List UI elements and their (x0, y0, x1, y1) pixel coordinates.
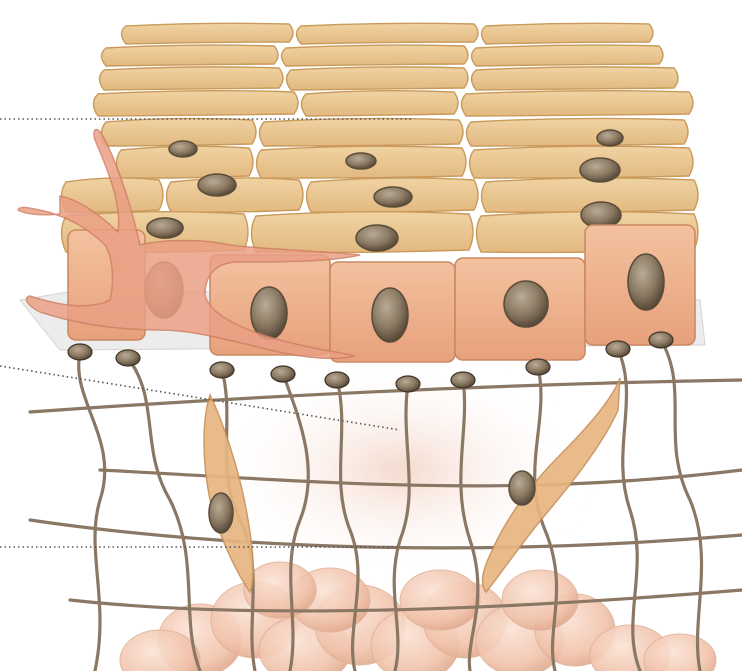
collagen-fiber (79, 352, 105, 671)
hemidesmosome (606, 341, 630, 357)
keratinocyte (472, 45, 664, 66)
keratinocyte-nucleus (597, 130, 623, 146)
basal-cell-nucleus (628, 254, 664, 310)
fat-cell (502, 570, 578, 630)
hemidesmosome (396, 376, 420, 392)
subcutaneous-fat-layer (120, 562, 716, 671)
fibroblast-nucleus (509, 471, 535, 505)
hemidesmosome (526, 359, 550, 375)
keratinocyte (462, 91, 694, 116)
keratinocyte-nucleus (374, 187, 412, 207)
keratinocyte-layers (62, 23, 699, 252)
hemidesmosome (116, 350, 140, 366)
melanocyte-nucleus (147, 218, 183, 238)
keratinocyte (482, 23, 654, 44)
basal-cell-nucleus (251, 287, 287, 339)
keratinocyte (260, 118, 464, 146)
hemidesmosome (325, 372, 349, 388)
keratinocyte-nucleus (198, 174, 236, 196)
keratinocyte-nucleus (581, 202, 621, 228)
keratinocyte (297, 23, 479, 44)
keratinocyte (302, 91, 459, 116)
keratinocyte-nucleus (346, 153, 376, 169)
fat-cell (400, 570, 480, 630)
collagen-fiber (618, 349, 640, 671)
hemidesmosome (68, 344, 92, 360)
keratinocyte (100, 67, 284, 90)
hemidesmosome (649, 332, 673, 348)
keratinocyte (467, 118, 689, 146)
keratinocyte (94, 91, 299, 116)
keratinocyte-nucleus (580, 158, 620, 182)
basal-cell-nucleus (372, 288, 408, 342)
keratinocyte (122, 23, 294, 44)
fibroblast-nucleus (209, 493, 233, 533)
keratinocyte-nucleus (356, 225, 398, 251)
keratinocyte (472, 67, 679, 90)
collagen-fiber (661, 340, 702, 671)
hemidesmosome (451, 372, 475, 388)
keratinocyte (282, 45, 469, 66)
keratinocyte (102, 45, 279, 66)
keratinocyte (287, 67, 469, 90)
basal-cell-nucleus (504, 281, 548, 327)
hemidesmosome (210, 362, 234, 378)
hemidesmosome (271, 366, 295, 382)
keratinocyte-nucleus (169, 141, 197, 157)
